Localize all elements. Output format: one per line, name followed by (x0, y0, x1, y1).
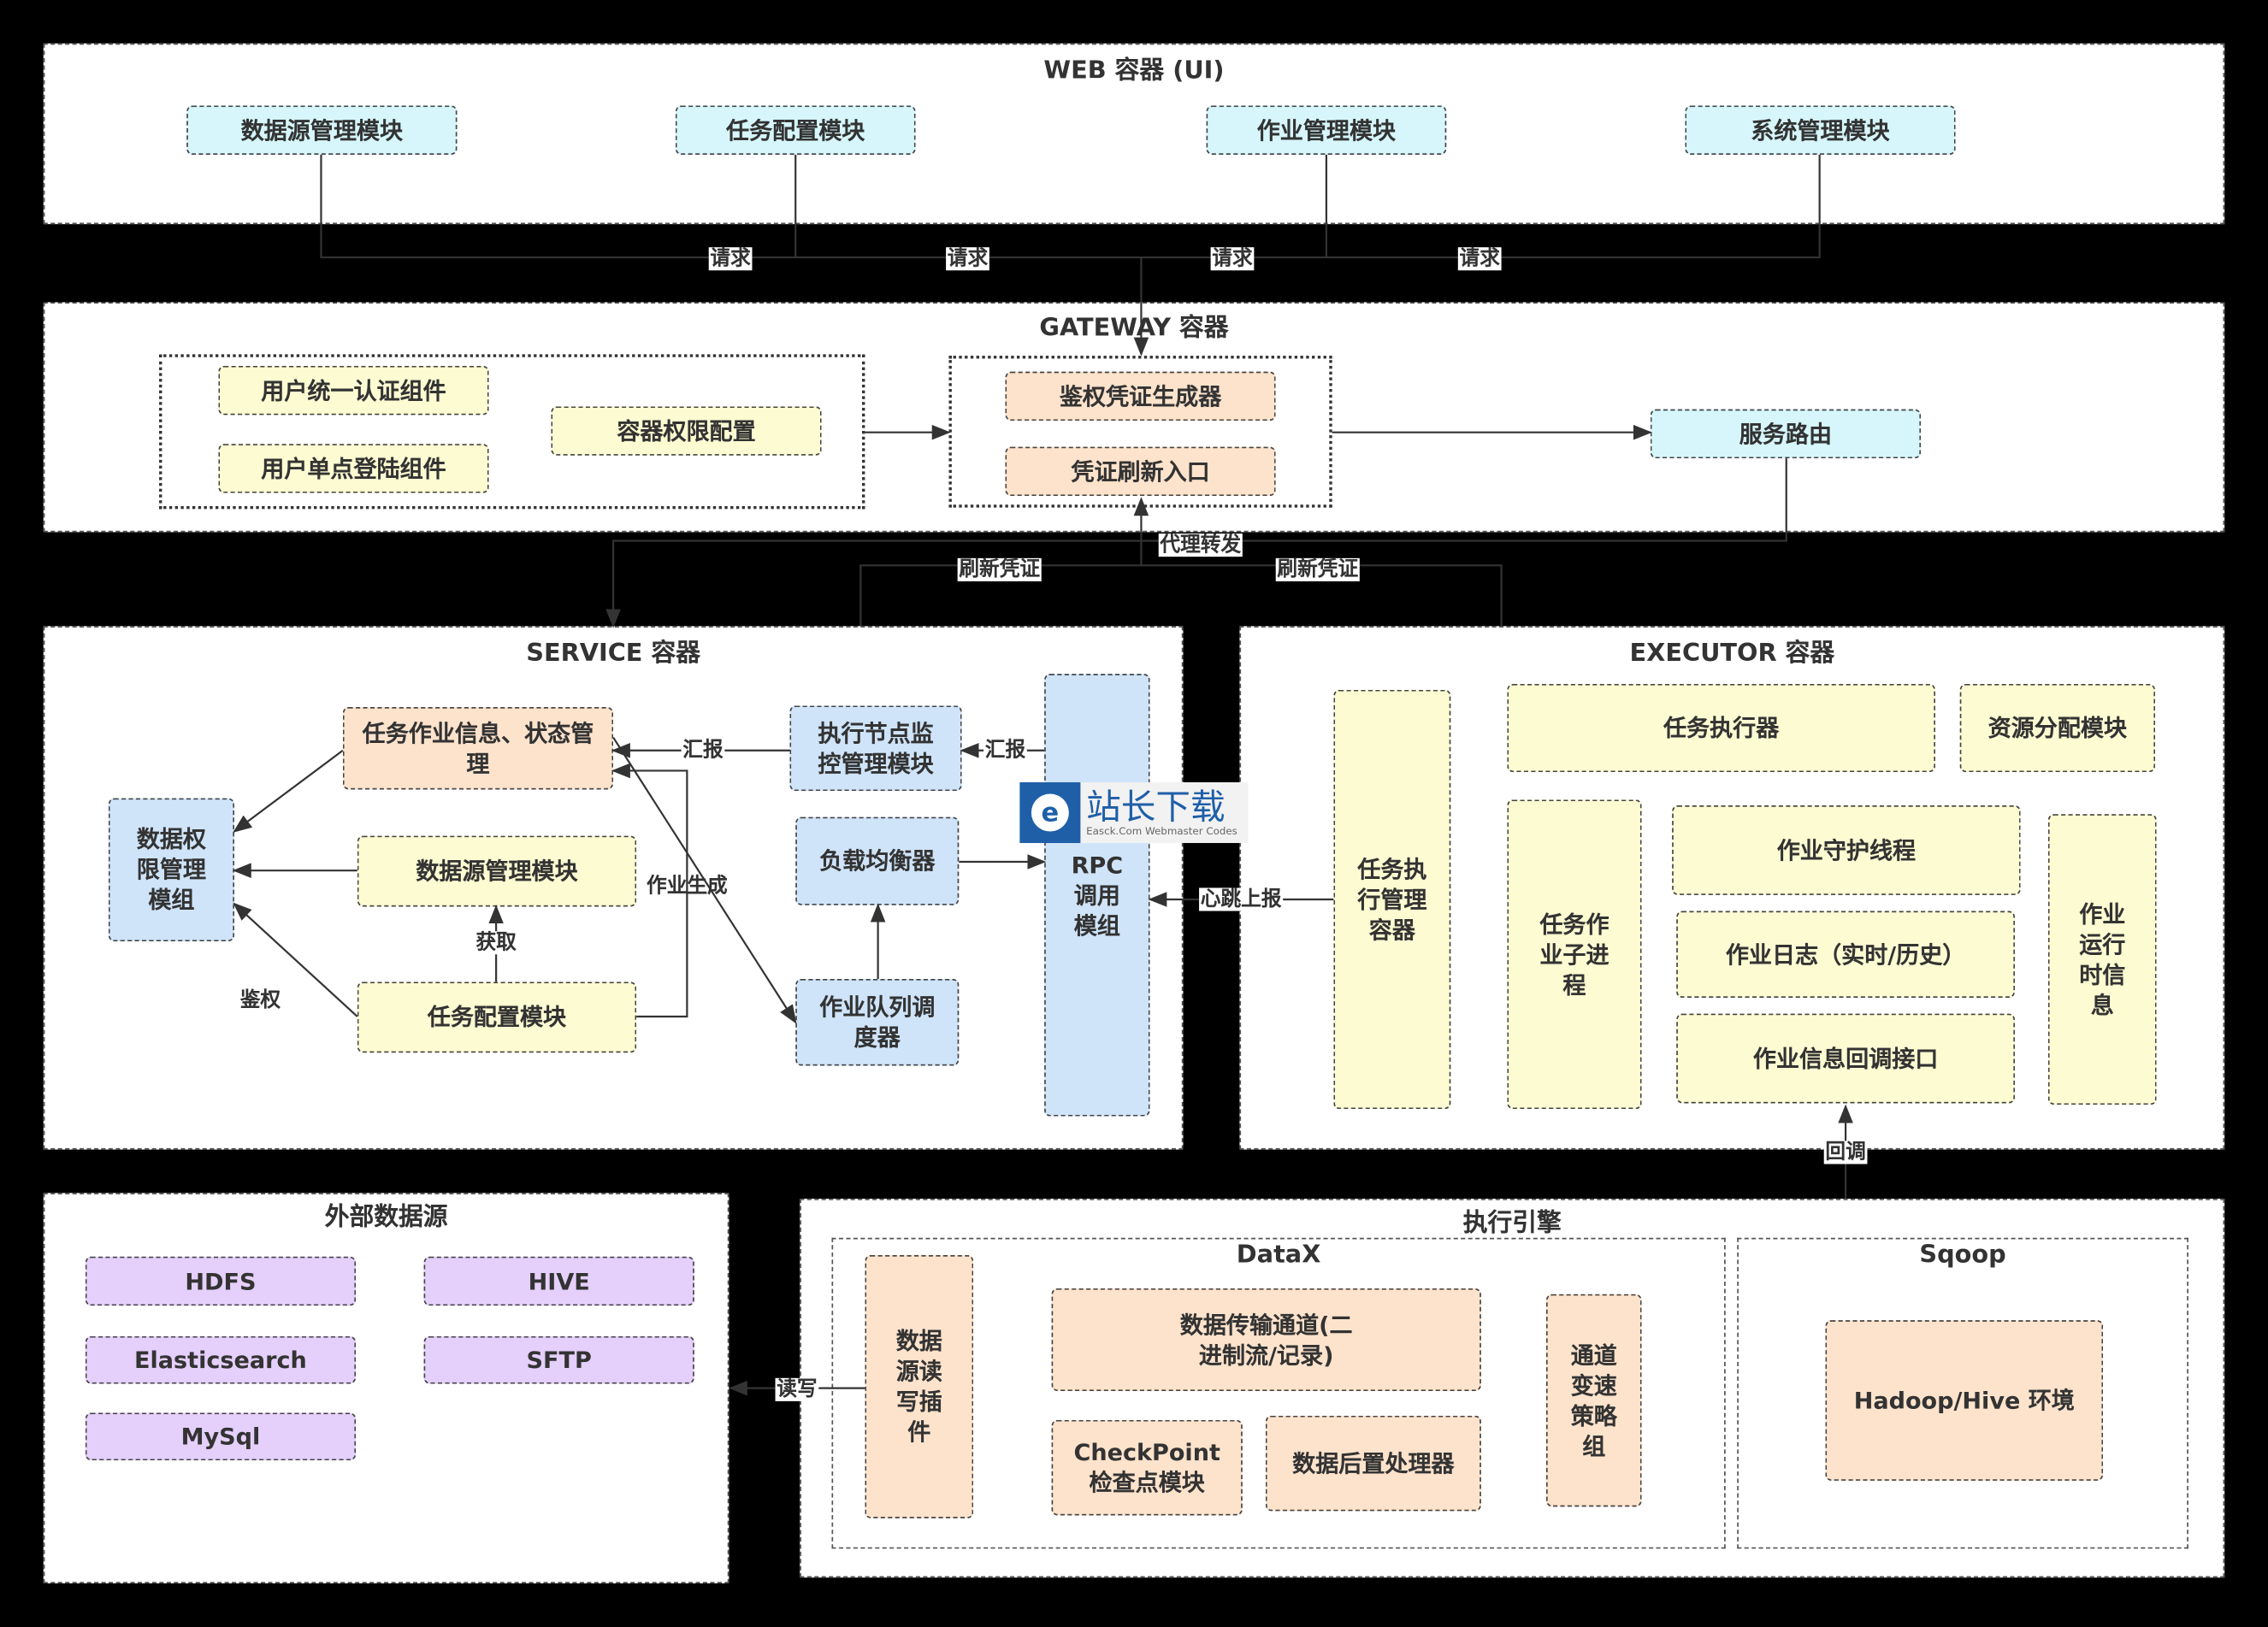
task-executor: 任务执行器 (1507, 683, 1935, 773)
request-label: 请求 (1210, 247, 1255, 271)
auth-group (159, 354, 865, 510)
auth-label: 鉴权 (239, 988, 282, 1012)
source-hdfs: HDFS (85, 1256, 357, 1306)
report-label: 汇报 (983, 739, 1027, 763)
sqoop-title: Sqoop (1919, 1241, 2006, 1270)
service-title: SERVICE 容器 (526, 639, 700, 669)
readwrite-label: 读写 (775, 1377, 819, 1401)
watermark-title: 站长下载 (1086, 787, 1226, 828)
refresh-label: 刷新凭证 (957, 557, 1042, 581)
request-label: 请求 (946, 247, 989, 271)
data-permission: 数据权限管理模组 (108, 798, 234, 942)
sso: 用户单点登陆组件 (218, 444, 489, 493)
unified-auth: 用户统一认证组件 (218, 365, 489, 416)
engine-title: 执行引擎 (1462, 1208, 1562, 1238)
post-processor: 数据后置处理器 (1265, 1415, 1481, 1512)
web-task-config-module: 任务配置模块 (675, 105, 916, 155)
callback-label: 回调 (1823, 1141, 1868, 1164)
web-job-module: 作业管理模块 (1206, 105, 1447, 155)
job-log: 作业日志（实时/历史） (1676, 911, 2015, 998)
fetch-label: 获取 (474, 931, 518, 955)
refresh-arrow (859, 498, 1503, 627)
rpc-module: RPC调用模组 (1044, 674, 1150, 1117)
rw-plugin: 数据源读写插件 (865, 1255, 974, 1518)
token-generator: 鉴权凭证生成器 (1005, 371, 1276, 421)
jobstate-to-queue (612, 736, 797, 1024)
task-config: 任务配置模块 (357, 982, 637, 1053)
executor-title: EXECUTOR 容器 (1629, 639, 1835, 669)
perm-config: 容器权限配置 (551, 406, 822, 456)
web-system-module: 系统管理模块 (1685, 105, 1956, 155)
node-monitor: 执行节点监控管理模块 (789, 705, 962, 792)
source-elasticsearch: Elasticsearch (85, 1335, 357, 1384)
request-label: 请求 (708, 247, 753, 271)
heartbeat-label: 心跳上报 (1199, 887, 1284, 911)
callback-api: 作业信息回调接口 (1676, 1013, 2015, 1104)
sqoop-group: Sqoop (1737, 1237, 2188, 1549)
transfer-channel: 数据传输通道(二进制流/记录) (1051, 1288, 1481, 1392)
report-label: 汇报 (681, 739, 725, 763)
request-label: 请求 (1457, 247, 1502, 271)
source-sftp: SFTP (423, 1335, 694, 1384)
datasource-mgmt: 数据源管理模块 (357, 835, 637, 907)
request-lines (320, 154, 1821, 259)
job-state-mgmt: 任务作业信息、状态管理 (342, 707, 614, 790)
proxy-label: 代理转发 (1158, 533, 1243, 557)
speed-strategy: 通道变速策略组 (1545, 1294, 1642, 1507)
watermark-logo: e 站长下载 Easck.Com Webmaster Codes (1019, 781, 1249, 844)
subprocess: 任务作业子进程 (1507, 799, 1642, 1110)
source-mysql: MySql (85, 1412, 357, 1461)
daemon-thread: 作业守护线程 (1672, 805, 2021, 895)
resource-alloc: 资源分配模块 (1959, 683, 2156, 773)
jobstate-to-perm (233, 749, 344, 833)
web-container-title: WEB 容器 (UI) (1043, 56, 1225, 85)
datax-title: DataX (1236, 1241, 1321, 1270)
runtime-info: 作业运行时信息 (2047, 814, 2157, 1105)
hadoop-hive-env: Hadoop/Hive 环境 (1825, 1320, 2104, 1481)
source-hive: HIVE (423, 1256, 694, 1306)
queue-scheduler: 作业队列调度器 (795, 979, 960, 1066)
external-title: 外部数据源 (324, 1203, 448, 1232)
jobgen-arrow (611, 763, 688, 1018)
datax-group: DataX (831, 1237, 1726, 1549)
checkpoint-module: CheckPoint检查点模块 (1051, 1419, 1243, 1516)
web-datasource-module: 数据源管理模块 (186, 105, 458, 155)
jobgen-label: 作业生成 (647, 875, 728, 899)
load-balancer: 负载均衡器 (795, 816, 960, 905)
taskconfig-to-perm (233, 902, 358, 1017)
watermark-icon: e (1019, 781, 1081, 844)
refresh-label: 刷新凭证 (1275, 557, 1360, 581)
exec-container: 任务执行管理容器 (1333, 689, 1451, 1110)
watermark-subtitle: Easck.Com Webmaster Codes (1086, 825, 1237, 838)
